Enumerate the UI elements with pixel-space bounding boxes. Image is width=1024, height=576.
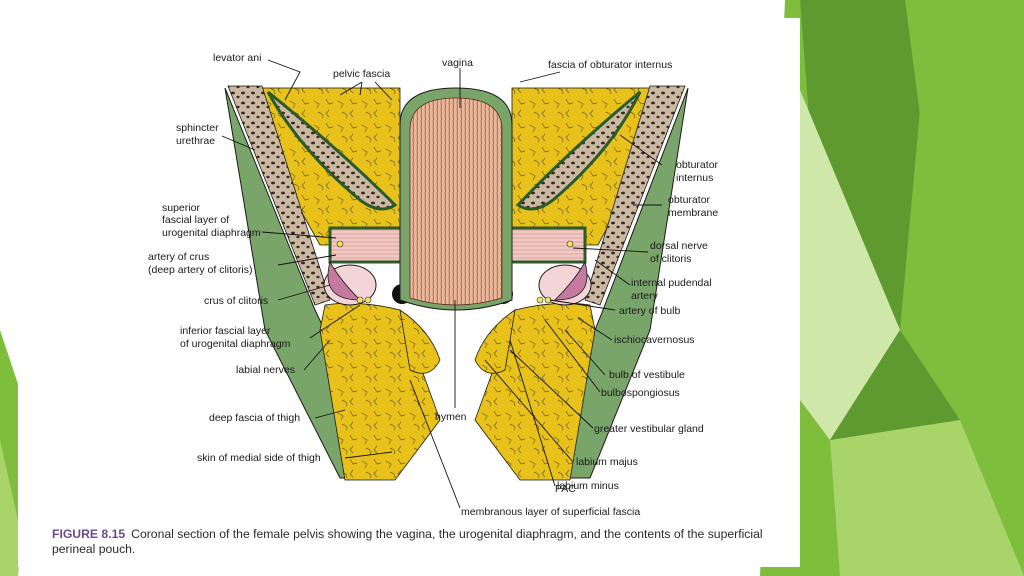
label-labium-minus: labium minus [557, 480, 619, 492]
label-vagina: vagina [442, 57, 473, 69]
label-pelvic-fascia: pelvic fascia [333, 68, 390, 80]
label-artery-crus-2: (deep artery of clitoris) [148, 264, 252, 276]
label-inferior-fascial-2: of urogenital diaphragm [180, 338, 291, 350]
label-hymen: hymen [435, 411, 467, 423]
label-sphincter-urethrae-1: sphincter [176, 122, 219, 134]
label-bulbospongiosus: bulbospongiosus [601, 387, 680, 399]
label-superior-fascial-1: superior [162, 202, 200, 214]
label-superior-fascial-2: fascial layer of [162, 214, 229, 226]
green-facets-right [760, 0, 1024, 576]
label-crus-clitoris: crus of clitoris [204, 295, 268, 307]
label-obturator-membrane-2: membrane [668, 207, 718, 219]
label-artery-crus-1: artery of crus [148, 251, 209, 263]
label-obturator-internus-1: obturator [676, 159, 719, 171]
artist-credit: PAC [555, 483, 576, 495]
label-dorsal-nerve-1: dorsal nerve [650, 240, 708, 252]
label-deep-fascia-thigh: deep fascia of thigh [209, 412, 300, 424]
label-bulb-vestibule: bulb of vestibule [609, 369, 685, 381]
label-sphincter-urethrae-2: urethrae [176, 135, 215, 147]
levator-ani [266, 90, 642, 211]
label-internal-pudendal-1: internal pudendal [631, 277, 712, 289]
leader-lines [221, 59, 663, 509]
caption-text: Coronal section of the female pelvis sho… [52, 527, 763, 556]
label-inferior-fascial-1: inferior fascial layer [180, 325, 271, 337]
label-obturator-membrane-1: obturator [668, 194, 711, 206]
label-superior-fascial-3: urogenital diaphragm [162, 227, 261, 239]
label-artery-bulb: artery of bulb [619, 305, 680, 317]
label-obturator-internus-2: internus [676, 172, 713, 184]
label-membranous-layer: membranous layer of superficial fascia [461, 506, 640, 518]
vagina-structure [399, 87, 513, 311]
label-labium-majus: labium majus [576, 456, 638, 468]
diagram-labels: levator ani pelvic fascia vagina fascia … [148, 52, 719, 518]
label-greater-vestibular-gland: greater vestibular gland [594, 423, 704, 435]
label-dorsal-nerve-2: of clitoris [650, 253, 691, 265]
label-ischiocavernosus: ischiocavernosus [614, 334, 695, 346]
label-levator-ani: levator ani [213, 52, 261, 64]
label-skin-medial-thigh: skin of medial side of thigh [197, 452, 321, 464]
label-internal-pudendal-2: artery [631, 290, 659, 302]
label-fascia-obturator-internus: fascia of obturator internus [548, 59, 672, 71]
caption-figure-number: FIGURE 8.15 [52, 527, 126, 541]
fat-regions [231, 87, 683, 481]
label-labial-nerves: labial nerves [236, 364, 295, 376]
